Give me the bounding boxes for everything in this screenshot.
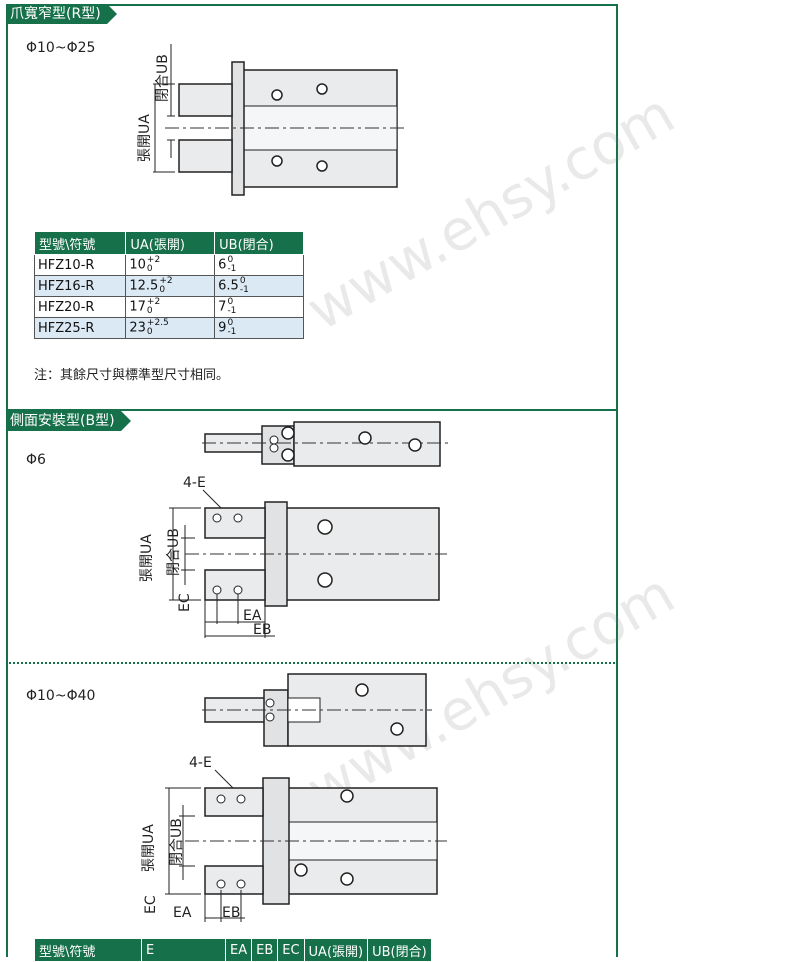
table-header: UA(張開)	[303, 938, 369, 962]
table-header: EC	[277, 938, 305, 962]
label-eb: EB	[222, 905, 240, 921]
table-header: EA	[224, 938, 253, 962]
label-ua: 張開UA	[139, 534, 155, 582]
model-cell: HFZ20-R	[33, 296, 127, 318]
table-header-row: 型號\符號 UA(張開) UB(閉合)	[33, 231, 304, 255]
section-divider-dotted	[6, 662, 618, 664]
table-header: 型號\符號	[34, 938, 142, 962]
table-header: E	[141, 938, 226, 962]
page-frame	[6, 4, 618, 957]
dim-ub-label: 閉合UB	[155, 54, 171, 102]
label-eb: EB	[253, 622, 271, 638]
size-small: Φ6	[26, 452, 46, 468]
label-ua: 張開UA	[141, 824, 157, 872]
label-ec: EC	[177, 593, 193, 612]
section-title-b: 側面安裝型(B型)	[6, 411, 131, 431]
model-cell: HFZ25-R	[33, 317, 127, 339]
model-cell: HFZ16-R	[33, 275, 127, 297]
label-ec: EC	[143, 895, 159, 914]
r-type-drawing: 張開UA 閉合UB	[137, 44, 407, 196]
b-type-side-view-large: 4-E 張開UA 閉合UB EC EA EB	[141, 755, 447, 922]
label-4e: 4-E	[189, 755, 212, 771]
table-header: EB	[251, 938, 279, 962]
label-ea: EA	[243, 608, 262, 624]
table-header: UB(閉合)	[367, 938, 432, 962]
size-range-r: Φ10~Φ25	[26, 40, 96, 56]
note-text: 注：其餘尺寸與標準型尺寸相同。	[34, 368, 230, 383]
table-header: UB(閉合)	[214, 231, 304, 255]
table-header: 型號\符號	[33, 231, 127, 255]
b-type-top-view-small	[202, 421, 452, 467]
section-divider	[6, 409, 618, 411]
label-ub: 閉合UB	[166, 528, 182, 576]
b-type-side-view-small: 4-E 張開UA 閉合UB EC EA EB	[139, 475, 447, 638]
model-cell: HFZ10-R	[33, 254, 127, 276]
b-spec-table-header: 型號\符號 E EA EB EC UA(張開) UB(閉合)	[34, 938, 432, 962]
table-header: UA(張開)	[125, 231, 216, 255]
table-header-row: 型號\符號 E EA EB EC UA(張開) UB(閉合)	[34, 938, 432, 962]
label-ea: EA	[173, 905, 192, 921]
label-4e: 4-E	[183, 475, 206, 491]
label-ub: 閉合UB	[169, 818, 185, 866]
section-title-r: 爪寬窄型(R型)	[6, 4, 117, 24]
dim-ua-label: 張開UA	[137, 114, 153, 162]
b-type-top-view-large	[202, 673, 432, 747]
size-large: Φ10~Φ40	[26, 688, 96, 704]
